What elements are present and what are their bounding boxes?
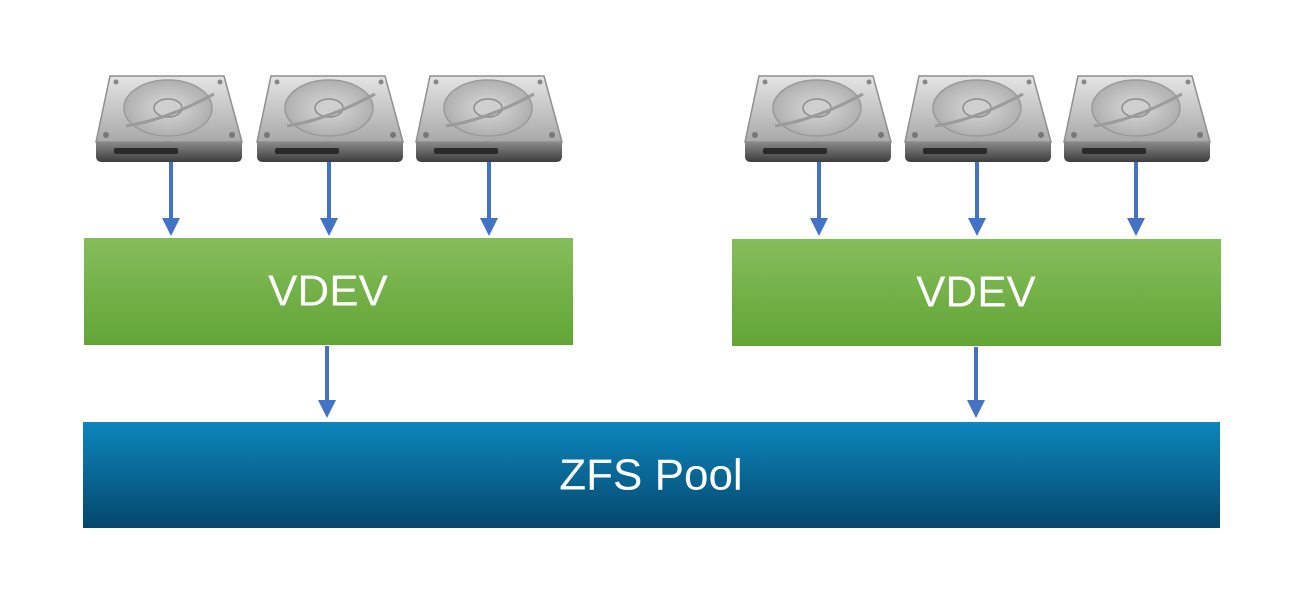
vdev-label-1: VDEV (268, 267, 388, 316)
disk-group-1 (95, 75, 563, 162)
disk-group-2 (744, 75, 1211, 162)
hard-drive-icon (744, 75, 892, 162)
vdev-label-2: VDEV (916, 268, 1036, 317)
arrow-down-icon (480, 162, 498, 236)
hard-drive-icon (95, 75, 243, 162)
vdev-box-1: VDEV (84, 238, 573, 345)
vdev-to-pool-arrows (318, 346, 985, 418)
arrow-down-icon (162, 162, 180, 236)
hard-drive-icon (1063, 75, 1211, 162)
arrow-down-icon (968, 162, 986, 236)
hard-drive-icon (415, 75, 563, 162)
arrow-down-icon (967, 347, 985, 418)
arrow-down-icon (810, 162, 828, 236)
hard-drive-icon (256, 75, 404, 162)
arrow-down-icon (318, 346, 336, 418)
vdev-box-2: VDEV (732, 239, 1221, 346)
zfs-pool-box: ZFS Pool (83, 422, 1220, 528)
zfs-pool-label: ZFS Pool (559, 451, 742, 500)
disk-to-vdev-arrows (162, 162, 1145, 236)
arrow-down-icon (1127, 162, 1145, 236)
hard-drive-icon (904, 75, 1052, 162)
arrow-down-icon (320, 162, 338, 236)
